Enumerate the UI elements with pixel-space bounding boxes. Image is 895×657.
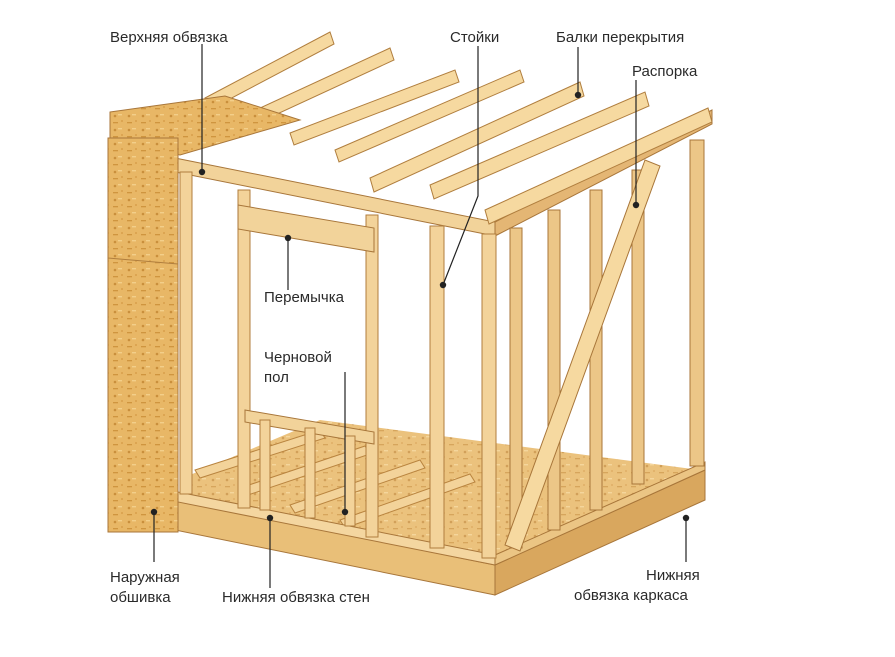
bottom-plate-right	[494, 461, 706, 566]
lintel-beam	[237, 204, 375, 253]
label-bottom-wall-plate: Нижняя обвязка стен	[222, 589, 370, 606]
label-lintel: Перемычка	[264, 289, 344, 306]
label-bottom-frame-line2: обвязка каркаса	[574, 587, 688, 604]
leader-dots	[150, 91, 690, 522]
label-bottom-frame-line1: Нижняя	[646, 567, 700, 584]
label-subfloor-line2: пол	[264, 369, 289, 386]
leader-lines	[153, 44, 687, 588]
label-studs: Стойки	[450, 29, 500, 46]
osb-sheathing-panel	[107, 137, 179, 533]
label-floor-joists: Балки перекрытия	[556, 29, 685, 46]
front-wall-studs	[179, 171, 497, 559]
label-top-plate: Верхняя обвязка	[110, 29, 228, 46]
label-brace: Распорка	[632, 63, 698, 80]
diagonal-brace	[504, 159, 661, 552]
label-subfloor-line1: Черновой	[264, 349, 332, 366]
window-sill	[244, 409, 375, 445]
label-sheathing-line1: Наружная	[110, 569, 180, 586]
ceiling-joists	[204, 31, 713, 225]
label-sheathing-line2: обшивка	[110, 589, 171, 606]
